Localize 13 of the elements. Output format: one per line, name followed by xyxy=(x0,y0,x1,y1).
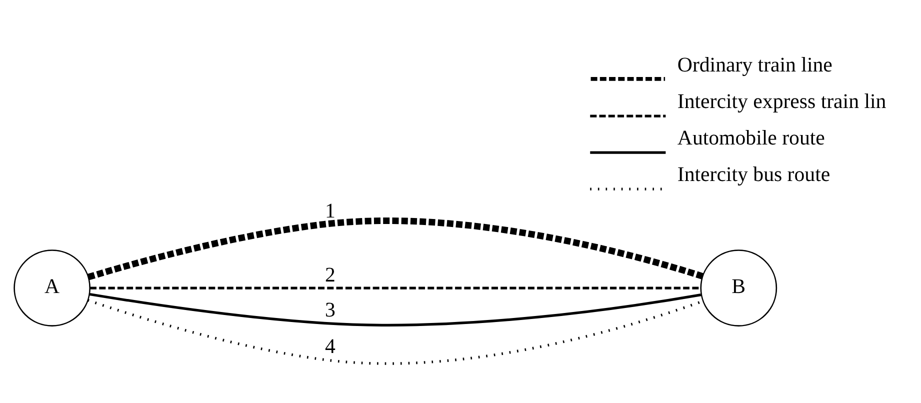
edge-label: 3 xyxy=(325,297,336,322)
edge-label: 1 xyxy=(325,198,336,222)
legend-label: Intercity express train lin xyxy=(677,89,886,113)
node-circle: A xyxy=(14,250,90,326)
legend-label: Automobile route xyxy=(677,125,825,150)
edge-label: 2 xyxy=(325,262,336,286)
legend-label: Ordinary train line xyxy=(677,52,832,77)
connector xyxy=(90,286,701,290)
legend-label: Intercity bus route xyxy=(677,162,830,186)
connector xyxy=(89,292,702,326)
connector xyxy=(88,218,704,280)
edge-label: 4 xyxy=(325,334,336,358)
node-circle: B xyxy=(700,250,778,326)
